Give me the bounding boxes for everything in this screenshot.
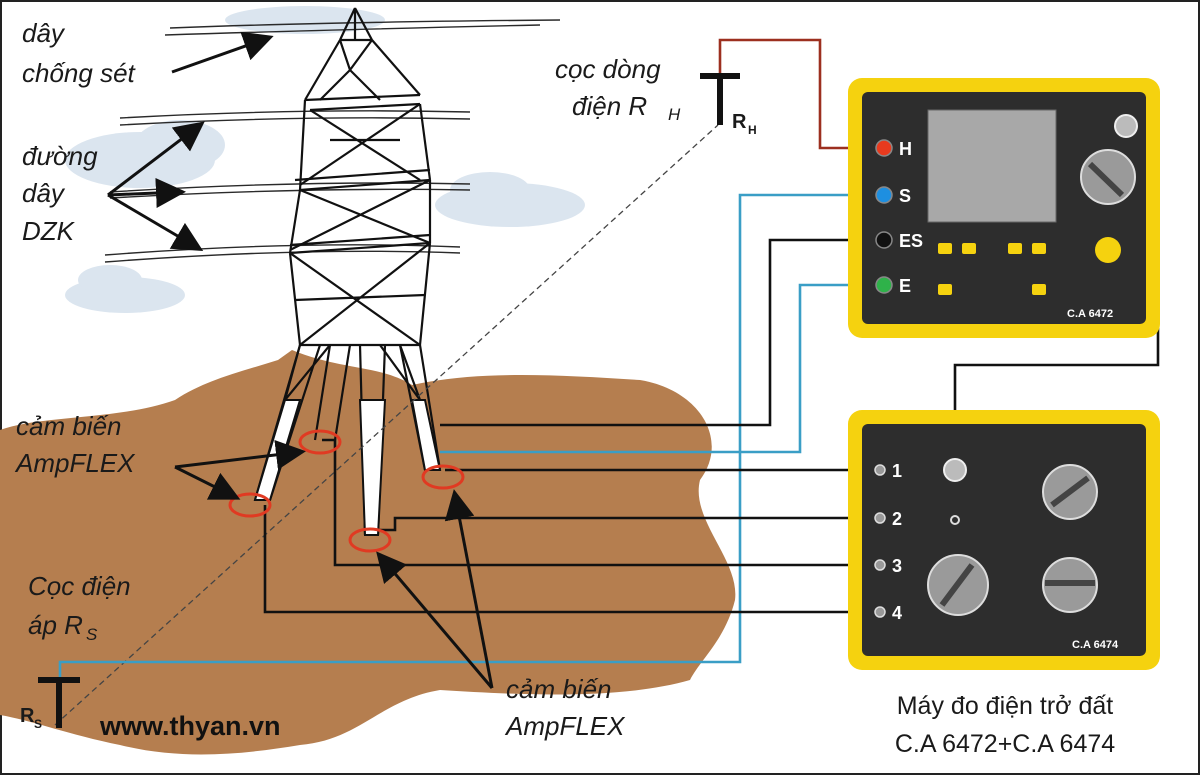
label-voltage-stake-2: áp R [28, 610, 83, 640]
terminal-4-label: 4 [892, 603, 902, 623]
rs-label-sub: S [34, 717, 42, 731]
current-stake-rh: R H [700, 73, 757, 137]
cloud [450, 172, 530, 208]
lightning-wire-line [164, 24, 541, 36]
terminal-s-socket [875, 186, 893, 204]
lightning-wire-line [169, 19, 561, 29]
label-current-stake-sub: H [668, 105, 681, 124]
wires [58, 38, 1160, 700]
rotary-knob [1080, 149, 1136, 205]
terminal-2-socket [874, 512, 886, 524]
wire-4 [263, 505, 880, 614]
labels: dây chống sét đường dây DZK cọc dòng điệ… [14, 18, 681, 741]
label-sensor-bottom-2: AmpFLEX [504, 711, 626, 741]
rh-label-sub: H [748, 123, 757, 137]
ampflex-sensor [421, 464, 465, 490]
label-current-stake-1: cọc dòng [555, 54, 661, 84]
label-sensor-bottom-1: cảm biến [506, 674, 612, 704]
label-lightning-wire-2: chống sét [22, 58, 137, 88]
terminal-es-label: ES [899, 231, 923, 251]
label-power-lines-2: dây [22, 178, 66, 208]
rs-label: R [20, 705, 35, 727]
terminal-group: 1 2 3 4 [874, 461, 902, 623]
meter-ca6472: H S ES E C.A 6472 [848, 78, 1160, 338]
wire-e [440, 283, 880, 454]
annotation-arrows [107, 31, 494, 689]
keypad-buttons [938, 243, 1046, 295]
terminal-s-label: S [899, 186, 911, 206]
rotary-knob [1042, 557, 1098, 613]
terminal-1-label: 1 [892, 461, 902, 481]
rh-label: R [732, 111, 747, 133]
wire-h [718, 38, 880, 150]
arrow [107, 193, 204, 252]
label-current-stake-2: điện R [572, 91, 647, 121]
label-power-lines-3: DZK [22, 216, 76, 246]
meter-display [927, 109, 1057, 223]
wire-3 [322, 438, 880, 567]
model-label-6474: C.A 6474 [1072, 639, 1119, 651]
terminal-1-socket [874, 464, 886, 476]
arrow [444, 489, 494, 689]
model-label-6472: C.A 6472 [1067, 308, 1113, 320]
terminal-h-socket [875, 139, 893, 157]
power-line [119, 110, 471, 119]
label-lightning-wire-1: dây [22, 18, 66, 48]
label-sensor-left-1: cảm biến [16, 411, 122, 441]
terminal-es-socket [875, 231, 893, 249]
label-sensor-left-2: AmpFLEX [14, 448, 136, 478]
stake-alignment-line [54, 124, 719, 726]
power-button [1095, 237, 1121, 263]
label-power-lines-1: đường [22, 141, 98, 171]
arrow [174, 439, 306, 470]
terminal-3-label: 3 [892, 556, 902, 576]
terminal-2-label: 2 [892, 509, 902, 529]
terminal-h-label: H [899, 139, 912, 159]
ampflex-sensor [348, 527, 392, 553]
indicator-dot [950, 515, 960, 525]
label-voltage-stake-sub: S [86, 625, 98, 644]
wire-s [58, 193, 880, 700]
wire-2 [378, 516, 880, 532]
terminal-e-socket [875, 276, 893, 294]
arrow [107, 178, 186, 208]
terminal-4-socket [874, 606, 886, 618]
meter-ca6474: 1 2 3 4 C.A 6474 [848, 410, 1160, 670]
terminal-e-label: E [899, 276, 911, 296]
meter-body [862, 424, 1146, 656]
terminal-group: H S ES E [875, 139, 923, 296]
caption-line-2: C.A 6472+C.A 6474 [895, 730, 1115, 758]
terminal-3-socket [874, 559, 886, 571]
wire-es [440, 238, 880, 427]
connector-socket [943, 458, 967, 482]
arrow [174, 465, 241, 500]
arrow [107, 121, 205, 197]
power-line [119, 117, 471, 126]
connector-socket [1114, 114, 1138, 138]
rotary-knob [927, 554, 989, 616]
arrow [171, 31, 274, 74]
caption-line-1: Máy đo điện trở đất [897, 692, 1114, 720]
ampflex-sensor [228, 492, 272, 518]
arrow [376, 551, 494, 689]
rotary-knob [1042, 464, 1098, 520]
voltage-stake-rs: R S [20, 677, 80, 731]
website-url: www.thyan.vn [99, 711, 281, 741]
label-voltage-stake-1: Cọc điện [28, 571, 131, 601]
cloud [78, 265, 142, 295]
